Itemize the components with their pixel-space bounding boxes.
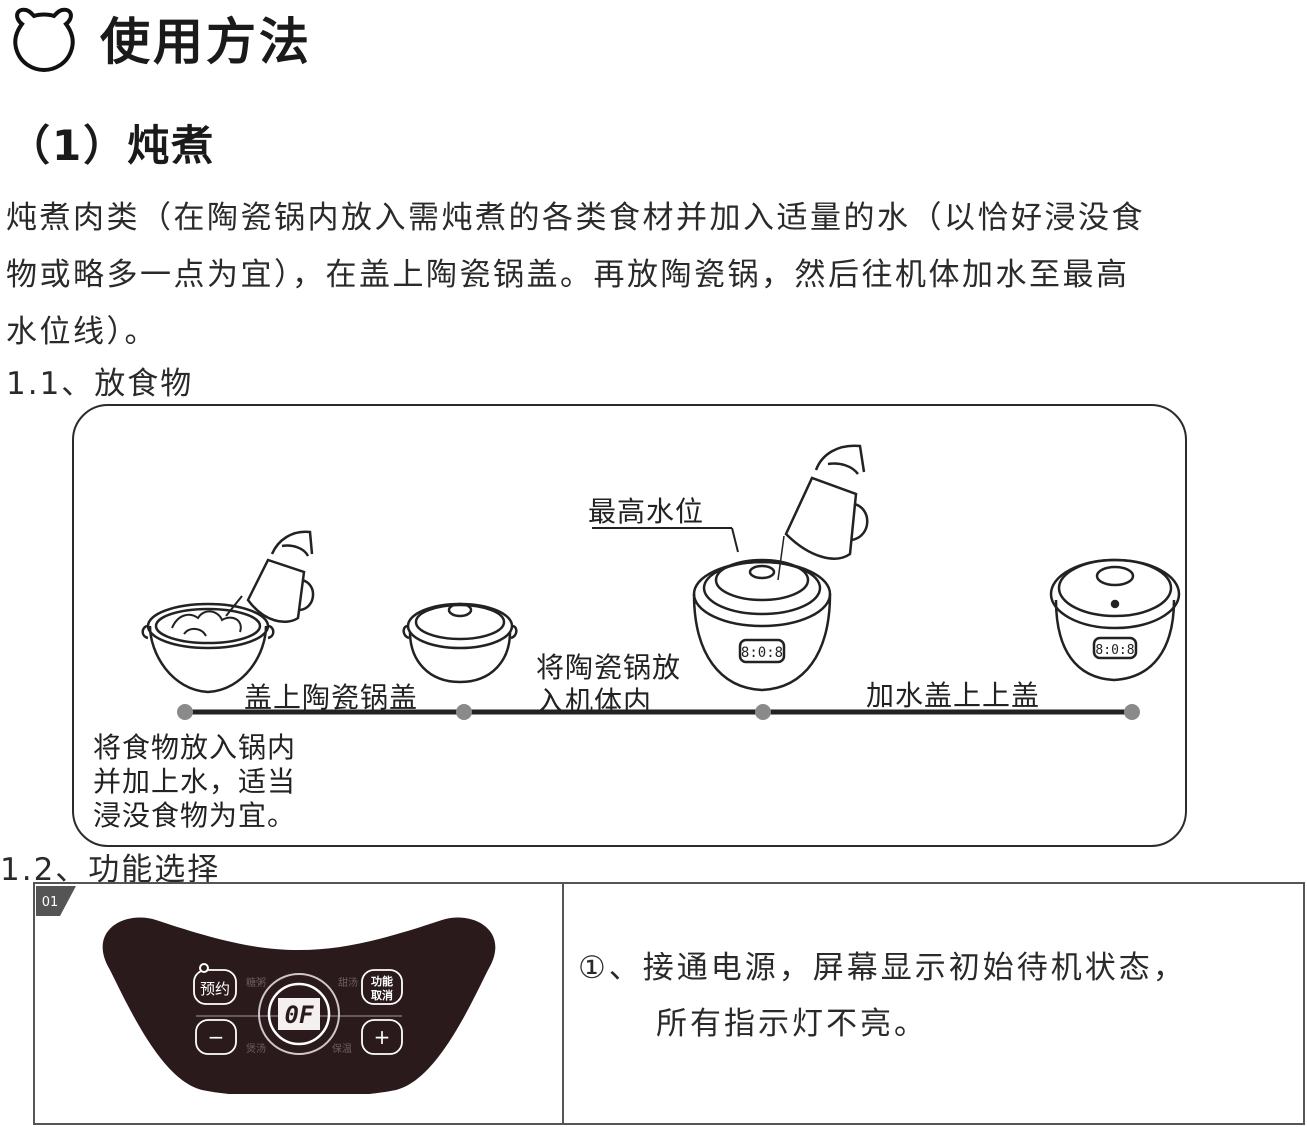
paragraph-line-3: 水位线）。 <box>6 314 158 350</box>
stage-label-add-water: 加水盖上上盖 <box>866 679 1041 712</box>
step-1-note-line-1: 将食物放入锅内 <box>93 731 297 764</box>
water-jug-1 <box>246 530 315 623</box>
water-jug-2 <box>777 444 869 581</box>
timeline-dot <box>456 704 472 720</box>
step-tag-text: 01 <box>42 895 59 910</box>
reserve-button[interactable]: 预约 <box>193 963 237 1005</box>
step-1-illustration: 8:0:8 8:0:8 <box>141 444 1181 720</box>
timeline-dot <box>755 704 771 720</box>
covered-ceramic-pot <box>402 602 518 684</box>
display-readout: 0F <box>285 1001 314 1029</box>
section-subtitle: （1）炖煮 <box>8 121 216 170</box>
step-1-note-line-3: 浸没食物为宜。 <box>93 799 297 832</box>
paragraph-line-2: 物或略多一点为宜），在盖上陶瓷锅盖。再放陶瓷锅，然后往机体加水至最高 <box>6 257 1130 293</box>
function-table <box>33 882 1305 1125</box>
cooker-body-with-pot: 8:0:8 <box>692 558 832 692</box>
stage-label-put-in-body-line1: 将陶瓷锅放 <box>536 651 682 684</box>
reserve-button-label: 预约 <box>200 980 230 998</box>
bear-head-icon <box>13 7 75 72</box>
step-1-label: 1.1、放食物 <box>6 366 194 402</box>
stage-label-put-in-body-line2: 入机体内 <box>536 685 653 718</box>
faint-label: 保温 <box>332 1042 352 1055</box>
page-title: 使用方法 <box>100 13 312 71</box>
faint-label: 甜汤 <box>338 976 358 989</box>
description-line-2: 所有指示灯不亮。 <box>656 1006 928 1042</box>
step-1-illustration-box <box>72 404 1187 847</box>
minus-button[interactable]: − <box>195 1019 237 1055</box>
open-pot-with-food <box>141 595 275 694</box>
faint-label: 糖粥 <box>246 976 266 989</box>
svg-text:8:0:8: 8:0:8 <box>741 645 783 661</box>
step-1-note-line-2: 并加上水，适当 <box>93 765 297 798</box>
table-divider <box>562 884 564 1123</box>
function-cancel-button[interactable]: 功能 取消 <box>361 969 403 1005</box>
plus-button[interactable]: + <box>361 1019 403 1055</box>
stage-label-cover-lid: 盖上陶瓷锅盖 <box>244 681 419 714</box>
timeline-dot <box>177 704 193 720</box>
function-cancel-label-1: 功能 <box>371 974 393 988</box>
step-tag: 01 <box>36 886 76 916</box>
cooker-closed-lid: 8:0:8 <box>1049 558 1181 682</box>
faint-label: 煲汤 <box>246 1042 266 1055</box>
description-line-1: ①、接通电源，屏幕显示初始待机状态， <box>578 950 1187 986</box>
svg-text:8:0:8: 8:0:8 <box>1095 643 1134 658</box>
max-water-level-label: 最高水位 <box>588 495 705 528</box>
function-cancel-label-2: 取消 <box>371 988 393 1002</box>
plus-button-label: + <box>374 1025 391 1049</box>
control-panel: 0F 糖粥 甜汤 煲汤 保温 预约 功能 取消 − + <box>102 917 496 1094</box>
timeline-dot <box>1124 704 1140 720</box>
paragraph-line-1: 炖煮肉类（在陶瓷锅内放入需炖煮的各类食材并加入适量的水（以恰好浸没食 <box>6 200 1145 236</box>
minus-button-label: − <box>208 1025 225 1049</box>
